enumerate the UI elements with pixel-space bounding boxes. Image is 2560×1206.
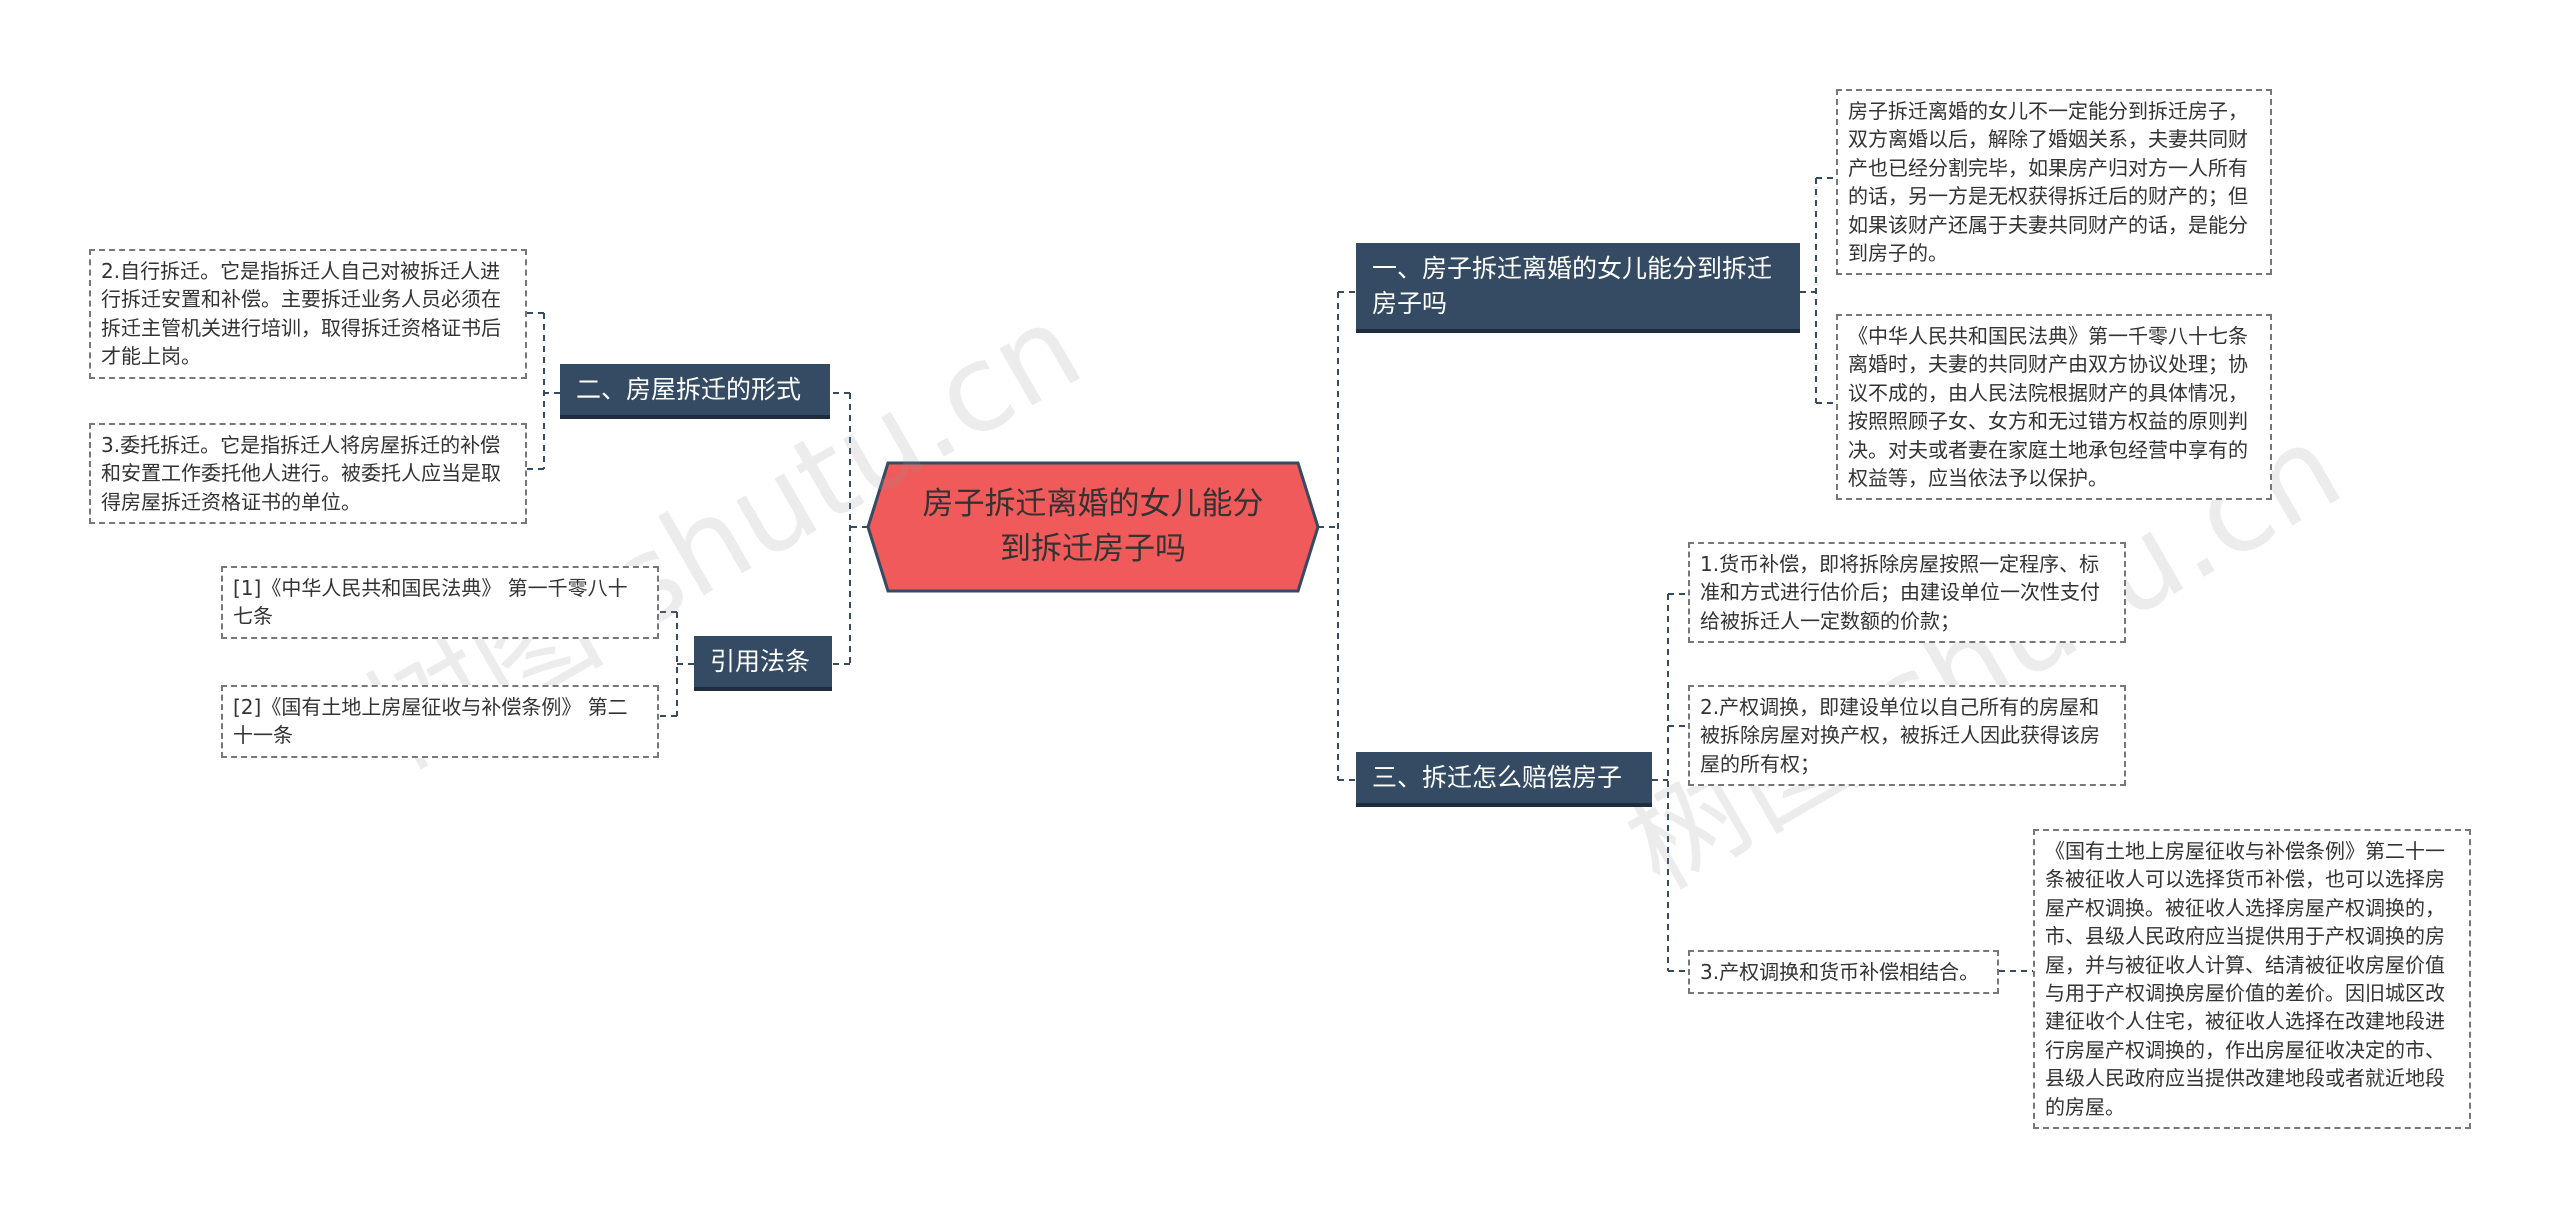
leaf-4-2[interactable]: [2]《国有土地上房屋征收与补偿条例》 第二十一条 (221, 685, 659, 758)
leaf-2-1-text: 2.自行拆迁。它是指拆迁人自己对被拆迁人进行拆迁安置和补偿。主要拆迁业务人员必须… (101, 259, 501, 369)
leaf-3-1-text: 1.货币补偿，即将拆除房屋按照一定程序、标准和方式进行估价后；由建设单位一次性支… (1700, 552, 2100, 633)
branch-topic-1[interactable]: 一、房子拆迁离婚的女儿能分到拆迁房子吗 (1356, 243, 1800, 333)
leaf-1-1-text: 房子拆迁离婚的女儿不一定能分到拆迁房子，双方离婚以后，解除了婚姻关系，夫妻共同财… (1848, 99, 2248, 265)
branch-topic-4[interactable]: 引用法条 (694, 636, 832, 691)
leaf-3-2-text: 2.产权调换，即建设单位以自己所有的房屋和被拆除房屋对换产权，被拆迁人因此获得该… (1700, 695, 2100, 776)
leaf-2-2-text: 3.委托拆迁。它是指拆迁人将房屋拆迁的补偿和安置工作委托他人进行。被委托人应当是… (101, 433, 501, 514)
leaf-1-1[interactable]: 房子拆迁离婚的女儿不一定能分到拆迁房子，双方离婚以后，解除了婚姻关系，夫妻共同财… (1836, 89, 2272, 276)
leaf-1-2-text: 《中华人民共和国民法典》第一千零八十七条离婚时，夫妻的共同财产由双方协议处理；协… (1848, 324, 2248, 490)
leaf-4-2-text: [2]《国有土地上房屋征收与补偿条例》 第二十一条 (233, 695, 628, 748)
branch-topic-3[interactable]: 三、拆迁怎么赔偿房子 (1356, 752, 1652, 807)
leaf-3-3-text: 3.产权调换和货币补偿相结合。 (1700, 960, 1980, 984)
leaf-3-3-1[interactable]: 《国有土地上房屋征收与补偿条例》第二十一条被征收人可以选择货币补偿，也可以选择房… (2033, 829, 2471, 1129)
leaf-2-2[interactable]: 3.委托拆迁。它是指拆迁人将房屋拆迁的补偿和安置工作委托他人进行。被委托人应当是… (89, 423, 527, 525)
branch-topic-1-label: 一、房子拆迁离婚的女儿能分到拆迁房子吗 (1372, 254, 1773, 318)
branch-topic-3-label: 三、拆迁怎么赔偿房子 (1372, 763, 1623, 792)
branch-topic-4-label: 引用法条 (710, 647, 811, 676)
branch-topic-2-label: 二、房屋拆迁的形式 (576, 375, 802, 404)
leaf-2-1[interactable]: 2.自行拆迁。它是指拆迁人自己对被拆迁人进行拆迁安置和补偿。主要拆迁业务人员必须… (89, 249, 527, 379)
leaf-3-1[interactable]: 1.货币补偿，即将拆除房屋按照一定程序、标准和方式进行估价后；由建设单位一次性支… (1688, 542, 2126, 644)
root-topic-label: 房子拆迁离婚的女儿能分到拆迁房子吗 (922, 486, 1264, 567)
leaf-3-3-1-text: 《国有土地上房屋征收与补偿条例》第二十一条被征收人可以选择货币补偿，也可以选择房… (2045, 839, 2445, 1119)
branch-topic-2[interactable]: 二、房屋拆迁的形式 (560, 364, 830, 419)
leaf-1-2[interactable]: 《中华人民共和国民法典》第一千零八十七条离婚时，夫妻的共同财产由双方协议处理；协… (1836, 314, 2272, 501)
leaf-3-2[interactable]: 2.产权调换，即建设单位以自己所有的房屋和被拆除房屋对换产权，被拆迁人因此获得该… (1688, 685, 2126, 787)
leaf-4-1[interactable]: [1]《中华人民共和国民法典》 第一千零八十七条 (221, 566, 659, 639)
leaf-4-1-text: [1]《中华人民共和国民法典》 第一千零八十七条 (233, 576, 628, 629)
root-hexagon (866, 461, 1320, 593)
leaf-3-3[interactable]: 3.产权调换和货币补偿相结合。 (1688, 950, 1999, 995)
root-topic[interactable]: 房子拆迁离婚的女儿能分到拆迁房子吗 (868, 463, 1318, 591)
